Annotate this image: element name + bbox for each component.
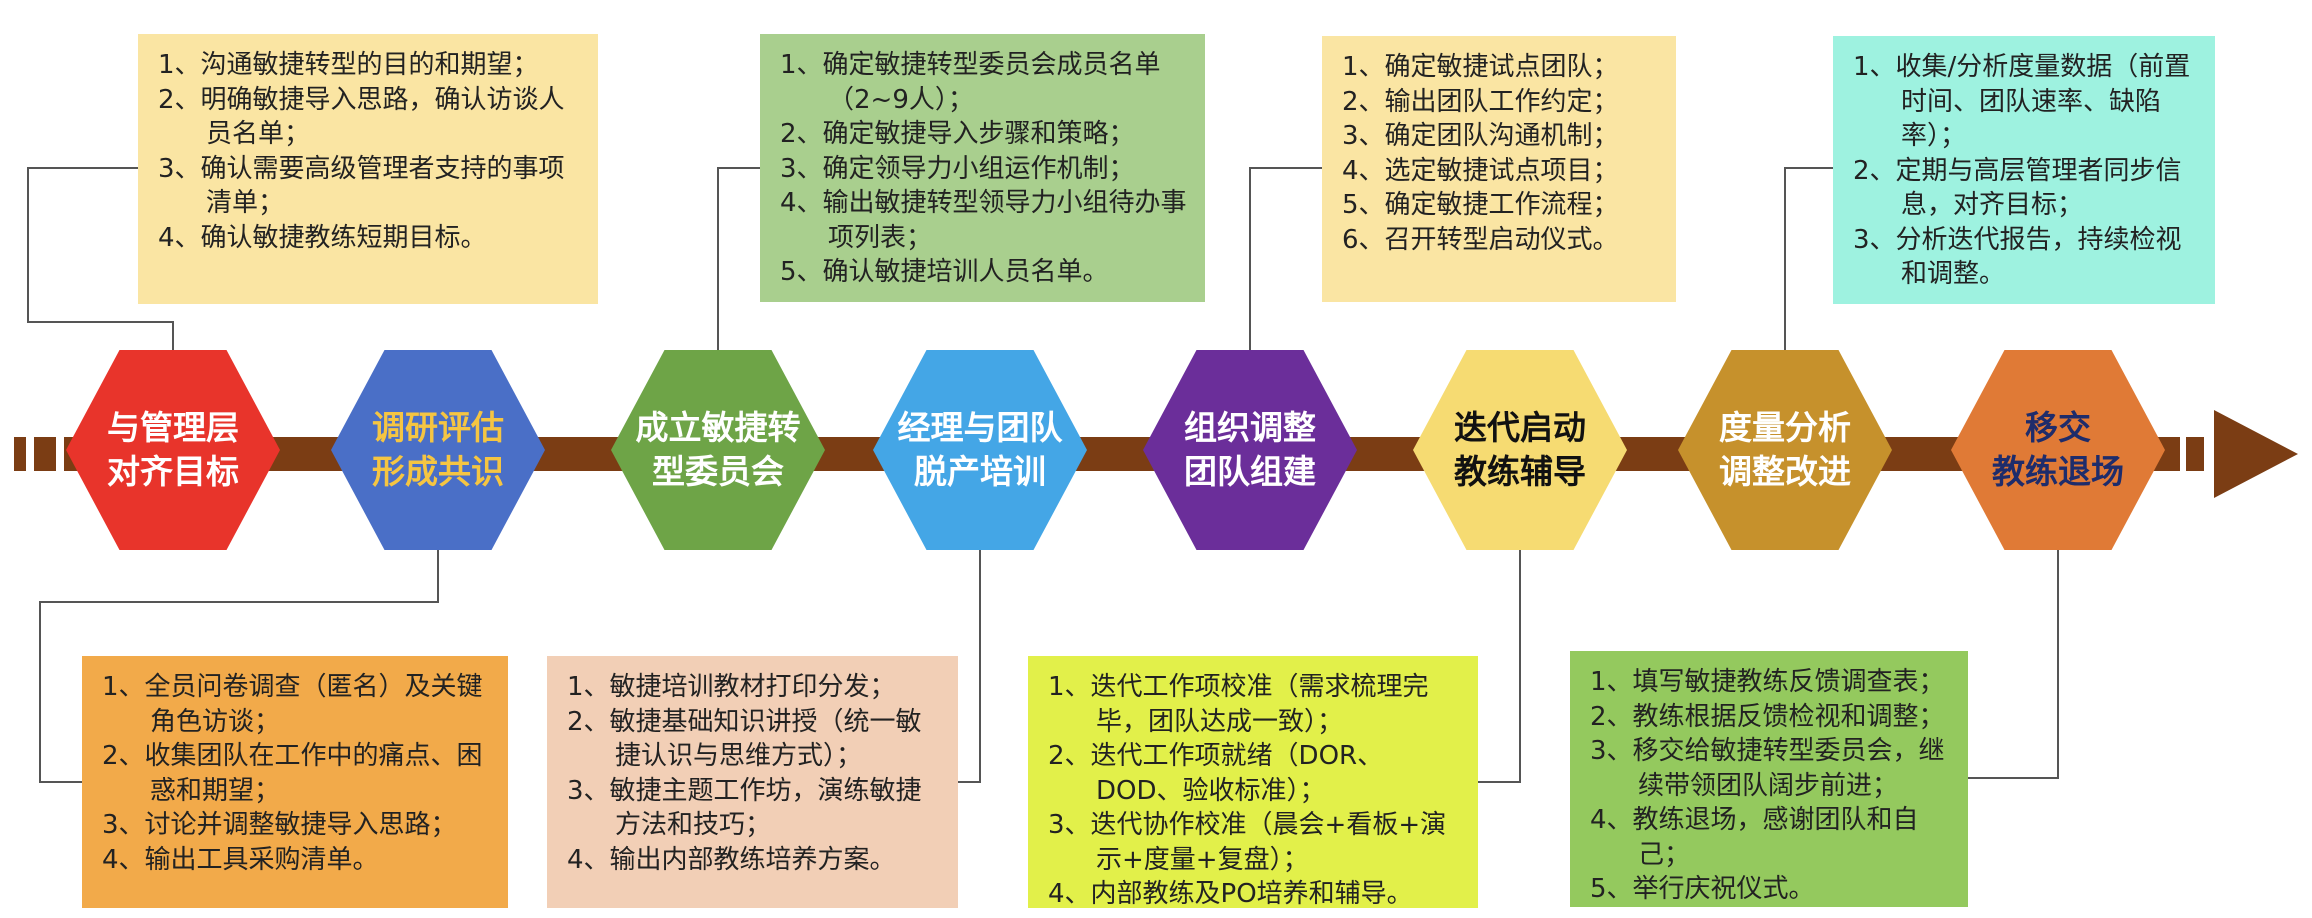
task-list: 1、确定敏捷试点团队； 2、输出团队工作约定； 3、确定团队沟通机制； 4、选定敏捷试… xyxy=(1342,50,1660,257)
connector-stage-4 xyxy=(958,550,981,783)
task-item: 3、敏捷主题工作坊，演练敏捷方法和技巧； xyxy=(567,775,922,841)
connector-stage-1 xyxy=(27,167,174,350)
task-item: 5、确定敏捷工作流程； xyxy=(1342,190,1619,220)
arrow-segment xyxy=(2186,437,2204,471)
task-item: 1、敏捷培训教材打印分发； xyxy=(567,672,896,702)
task-item: 2、明确敏捷导入思路，确认访谈人员名单； xyxy=(158,84,565,150)
task-item: 2、敏捷基础知识讲授（统一敏捷认识与思维方式）； xyxy=(567,706,922,772)
task-list: 1、迭代工作项校准（需求梳理完毕，团队达成一致）；2、迭代工作项就绪（DOR、D… xyxy=(1048,670,1462,912)
task-item: 3、移交给敏捷转型委员会，继续带领团队阔步前进； xyxy=(1590,736,1945,801)
arrow-head xyxy=(2214,410,2298,498)
task-item: 2、迭代工作项就绪（DOR、DOD、验收标准）； xyxy=(1048,741,1384,806)
task-item: 4、确认敏捷教练短期目标。 xyxy=(158,222,487,253)
task-item: 1、收集/分析度量数据（前置时间、团队速率、缺陷率）； xyxy=(1853,52,2191,151)
task-list: 1、填写敏捷教练反馈调查表； 2、教练根据反馈检视和调整； 3、移交给敏捷转型委员会… xyxy=(1590,665,1952,907)
connector-stage-2 xyxy=(39,550,439,783)
connector-stage-7 xyxy=(1784,167,1833,350)
task-item: 2、输出团队工作约定； xyxy=(1342,86,1619,117)
task-item: 2、确定敏捷导入步骤和策略； xyxy=(780,119,1135,149)
task-item: 1、填写敏捷教练反馈调查表； xyxy=(1590,667,1945,697)
task-list: 1、收集/分析度量数据（前置时间、团队速率、缺陷率）；2、定期与高层管理者同步信… xyxy=(1853,50,2199,292)
task-box-stage-6: 1、迭代工作项校准（需求梳理完毕，团队达成一致）；2、迭代工作项就绪（DOR、D… xyxy=(1028,656,1478,909)
task-item: 2、收集团队在工作中的痛点、困惑和期望； xyxy=(102,741,483,806)
task-item: 2、定期与高层管理者同步信息，对齐目标； xyxy=(1853,155,2182,221)
task-item: 4、输出工具采购清单。 xyxy=(102,844,379,875)
task-item: 1、全员问卷调查（匿名）及关键角色访谈； xyxy=(102,672,483,737)
stage-hexagon-3 xyxy=(611,350,825,550)
task-list: 1、全员问卷调查（匿名）及关键角色访谈；2、收集团队在工作中的痛点、困惑和期望；… xyxy=(102,670,492,877)
task-box-stage-2: 1、全员问卷调查（匿名）及关键角色访谈；2、收集团队在工作中的痛点、困惑和期望；… xyxy=(82,656,508,908)
task-box-stage-8: 1、填写敏捷教练反馈调查表； 2、教练根据反馈检视和调整； 3、移交给敏捷转型委员会… xyxy=(1570,651,1968,907)
task-item: 3、讨论并调整敏捷导入思路； xyxy=(102,810,457,840)
connector-stage-3 xyxy=(717,167,760,350)
task-item: 3、确认需要高级管理者支持的事项清单； xyxy=(158,153,565,219)
task-item: 3、迭代协作校准（晨会+看板+演示+度量+复盘）； xyxy=(1048,810,1447,875)
task-item: 1、确定敏捷试点团队； xyxy=(1342,52,1619,82)
task-box-stage-7: 1、收集/分析度量数据（前置时间、团队速率、缺陷率）；2、定期与高层管理者同步信… xyxy=(1833,36,2215,304)
task-item: 3、确定团队沟通机制； xyxy=(1342,121,1619,151)
connector-stage-6 xyxy=(1478,550,1521,783)
task-item: 3、分析迭代报告，持续检视和调整。 xyxy=(1853,224,2182,290)
task-list: 1、沟通敏捷转型的目的和期望； 2、明确敏捷导入思路，确认访谈人员名单；3、确认需… xyxy=(158,48,582,255)
arrow-tail-segment xyxy=(14,437,26,471)
task-box-stage-4: 1、敏捷培训教材打印分发； 2、敏捷基础知识讲授（统一敏捷认识与思维方式）；3、敏… xyxy=(547,656,958,908)
task-item: 2、教练根据反馈检视和调整； xyxy=(1590,701,1945,732)
task-item: 4、内部教练及PO培养和辅导。 xyxy=(1048,879,1413,909)
task-item: 4、选定敏捷试点项目； xyxy=(1342,155,1619,186)
task-item: 1、沟通敏捷转型的目的和期望； xyxy=(158,50,539,80)
connector-stage-8 xyxy=(1968,550,2059,779)
task-box-stage-3: 1、确定敏捷转型委员会成员名单（2~9人）； 2、确定敏捷导入步骤和策略； 3、确定… xyxy=(760,34,1205,302)
task-item: 5、举行庆祝仪式。 xyxy=(1590,874,1815,904)
task-list: 1、确定敏捷转型委员会成员名单（2~9人）； 2、确定敏捷导入步骤和策略； 3、确定… xyxy=(780,48,1189,290)
task-box-stage-5: 1、确定敏捷试点团队； 2、输出团队工作约定； 3、确定团队沟通机制； 4、选定敏捷试… xyxy=(1322,36,1676,302)
connector-lines xyxy=(27,167,2059,783)
task-item: 4、输出内部教练培养方案。 xyxy=(567,844,896,875)
task-item: 6、召开转型启动仪式。 xyxy=(1342,224,1619,255)
arrow-tail-segment xyxy=(34,437,56,471)
task-list: 1、敏捷培训教材打印分发； 2、敏捷基础知识讲授（统一敏捷认识与思维方式）；3、敏… xyxy=(567,670,942,877)
task-item: 1、迭代工作项校准（需求梳理完毕，团队达成一致）； xyxy=(1048,672,1429,737)
task-item: 4、输出敏捷转型领导力小组待办事项列表； xyxy=(780,188,1187,253)
task-box-stage-1: 1、沟通敏捷转型的目的和期望； 2、明确敏捷导入思路，确认访谈人员名单；3、确认需… xyxy=(138,34,598,304)
task-item: 1、确定敏捷转型委员会成员名单（2~9人）； xyxy=(780,50,1161,115)
task-item: 5、确认敏捷培训人员名单。 xyxy=(780,257,1109,287)
connector-stage-5 xyxy=(1249,167,1322,350)
task-item: 4、教练退场，感谢团队和自己； xyxy=(1590,805,1919,870)
task-item: 3、确定领导力小组运作机制； xyxy=(780,153,1135,184)
